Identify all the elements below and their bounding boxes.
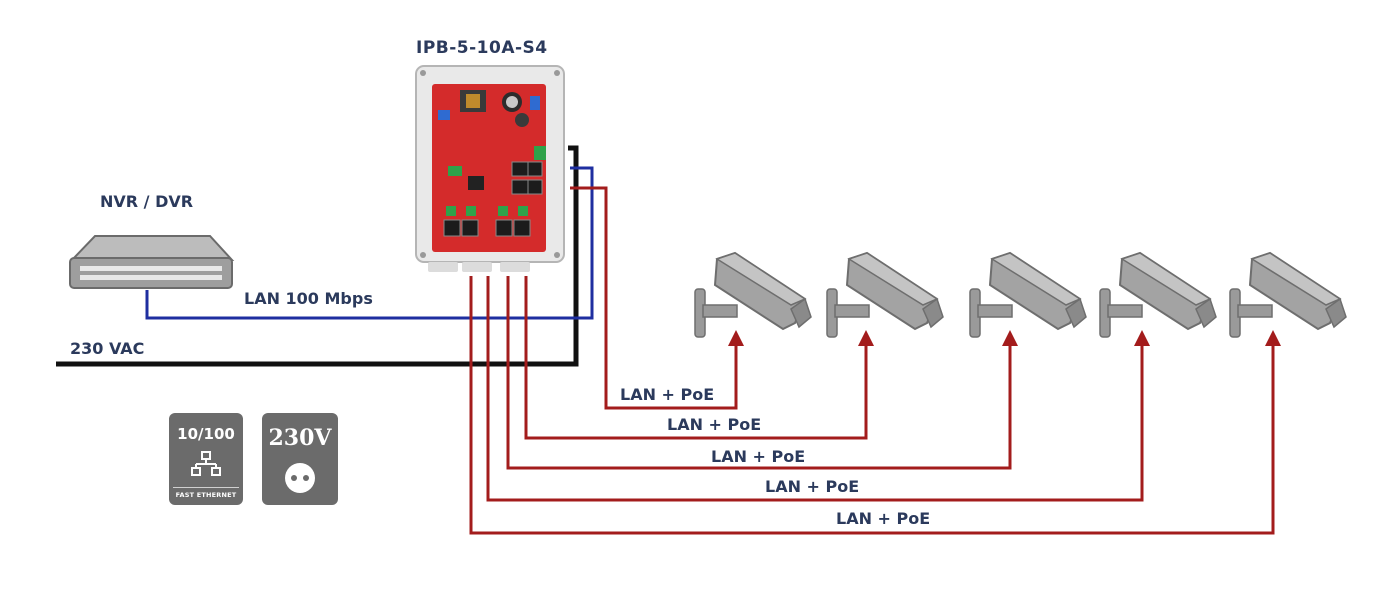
- nvr-label: NVR / DVR: [100, 192, 194, 211]
- arrow-cam-2: [858, 330, 874, 346]
- poe-label-5: LAN + PoE: [836, 509, 931, 528]
- nvr-device: [69, 235, 235, 289]
- ethernet-speed-text: 10/100: [177, 425, 235, 443]
- poe-label-4: LAN + PoE: [765, 477, 860, 496]
- power-230v-badge: 230V: [262, 413, 338, 505]
- power-cable-line: [56, 145, 579, 367]
- poe-line-5: [469, 276, 1275, 535]
- arrow-cam-1: [728, 330, 744, 346]
- poe-label-3: LAN + PoE: [711, 447, 806, 466]
- poe-label-2: LAN + PoE: [667, 415, 762, 434]
- arrow-cam-5: [1265, 330, 1281, 346]
- socket-icon: [285, 463, 315, 493]
- camera-5: [1229, 252, 1347, 338]
- badge-divider: [173, 487, 239, 488]
- network-icon: [191, 451, 221, 476]
- arrow-cam-3: [1002, 330, 1018, 346]
- poe-label-1: LAN + PoE: [620, 385, 715, 404]
- camera-2: [826, 252, 944, 338]
- lan-uplink-label: LAN 100 Mbps: [244, 289, 373, 308]
- poe-line-4: [486, 276, 1144, 502]
- camera-4: [1099, 252, 1217, 338]
- power-label: 230 VAC: [70, 339, 145, 358]
- lan-uplink-line: [145, 166, 594, 320]
- poe-line-2: [524, 276, 868, 440]
- poe-line-3: [506, 276, 1012, 470]
- poe-line-1: [570, 186, 738, 410]
- camera-1: [694, 252, 812, 338]
- device-title: IPB-5-10A-S4: [416, 38, 548, 58]
- ethernet-caption-text: FAST ETHERNET: [175, 491, 237, 499]
- poe-switch-device: [415, 65, 565, 272]
- fast-ethernet-badge: 10/100 FAST ETHERNET: [169, 413, 243, 505]
- power-voltage-text: 230V: [268, 425, 332, 451]
- arrow-cam-4: [1134, 330, 1150, 346]
- camera-3: [969, 252, 1087, 338]
